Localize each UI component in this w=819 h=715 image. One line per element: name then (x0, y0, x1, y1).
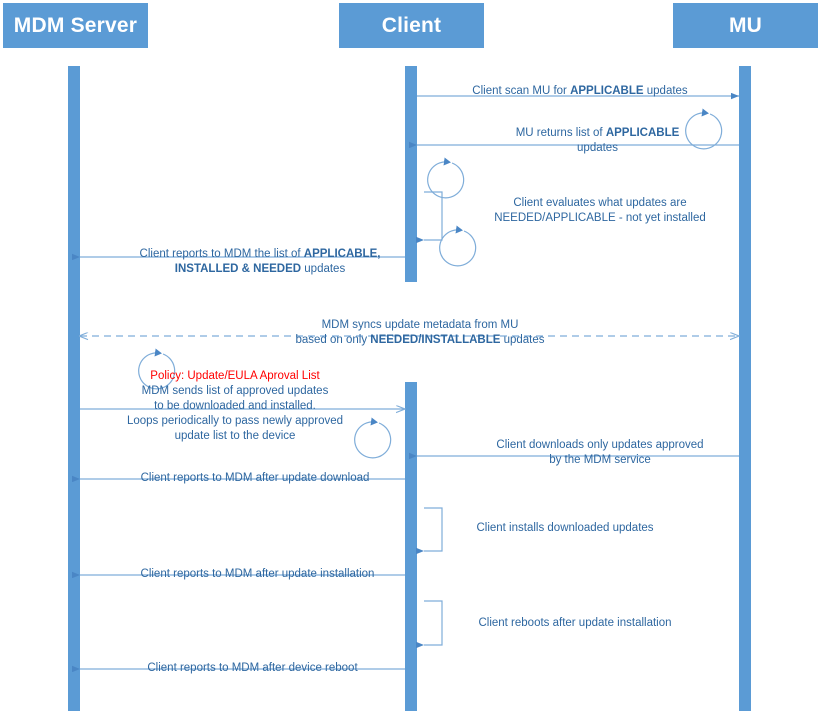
message-label-line: Client downloads only updates approved (470, 438, 730, 453)
self-loop-arc-m1 (685, 108, 723, 150)
participant-label-mu: MU (728, 13, 763, 37)
participant-label-mdm: MDM Server (13, 13, 138, 37)
message-label-line: Client scan MU for APPLICABLE updates (455, 84, 705, 99)
message-label-line: MDM sends list of approved updates (100, 384, 370, 399)
message-label-text: Client installs downloaded updates (476, 522, 654, 534)
message-label-line: Client installs downloaded updates (450, 521, 680, 536)
message-arrows-layer (72, 92, 739, 673)
message-label-text: Client reports to MDM after update downl… (140, 472, 370, 484)
message-label-text: Client reboots after update installation (478, 617, 672, 629)
message-label-text: APPLICABLE (605, 127, 680, 139)
self-loop-arc-m6 (354, 417, 392, 459)
message-label-text: NEEDED/APPLICABLE - not yet installed (494, 212, 706, 224)
lifeline-mu-3 (739, 66, 751, 711)
message-label-m4: Client reports to MDM the list of APPLIC… (110, 247, 410, 277)
lifeline-mdm-0 (68, 66, 80, 711)
message-label-line: Client reports to MDM after update downl… (110, 471, 400, 486)
message-label-text: APPLICABLE (570, 85, 644, 97)
message-label-m9: Client installs downloaded updates (450, 521, 680, 536)
self-loop-arc-m2 (427, 157, 465, 199)
message-label-m11: Client reboots after update installation (450, 616, 700, 631)
message-label-line: Client evaluates what updates are (470, 196, 730, 211)
message-label-text: APPLICABLE, (303, 248, 381, 260)
message-label-m10: Client reports to MDM after update insta… (110, 567, 405, 582)
policy-annotation: Policy: Update/EULA Aproval List (150, 370, 320, 382)
message-label-text: updates (643, 85, 688, 97)
message-label-line: MU returns list of APPLICABLE (470, 126, 725, 141)
message-label-text: INSTALLED & NEEDED (174, 263, 302, 275)
self-loop-arc-m3 (439, 225, 477, 267)
participant-label-client: Client (381, 13, 442, 37)
message-label-line: to be downloaded and installed. (100, 399, 370, 414)
participant-header-mdm[interactable]: MDM Server (3, 3, 148, 48)
message-label-text: MDM syncs update metadata from MU (321, 319, 519, 331)
message-label-line: INSTALLED & NEEDED updates (110, 262, 410, 277)
message-label-text: Client reports to MDM the list of (139, 248, 304, 260)
message-label-text: MU returns list of (515, 127, 606, 139)
message-label-line: Client reboots after update installation (450, 616, 700, 631)
lifeline-client-1 (405, 66, 417, 282)
message-label-text: Loops periodically to pass newly approve… (126, 415, 344, 427)
message-label-line: updates (470, 141, 725, 156)
message-label-text: Client evaluates what updates are (513, 197, 687, 209)
message-label-text: to be downloaded and installed. (154, 400, 316, 412)
participant-header-mu[interactable]: MU (673, 3, 818, 48)
self-loop-arcs-layer (138, 108, 723, 459)
lifeline-client-2 (405, 382, 417, 711)
message-label-text: Client reports to MDM after update insta… (140, 568, 375, 580)
message-label-text: Client reports to MDM after device reboo… (147, 662, 358, 674)
message-label-text: based on only (295, 334, 371, 346)
message-label-line: based on only NEEDED/INSTALLABLE updates (255, 333, 585, 348)
participant-header-client[interactable]: Client (339, 3, 484, 48)
self-activation-boxes-layer (416, 191, 443, 649)
message-label-line: Policy: Update/EULA Aproval List (100, 369, 370, 384)
message-label-line: MDM syncs update metadata from MU (255, 318, 585, 333)
message-label-m12: Client reports to MDM after device reboo… (110, 661, 395, 676)
message-label-m5: MDM syncs update metadata from MU based o… (255, 318, 585, 348)
message-label-m8: Client reports to MDM after update downl… (110, 471, 400, 486)
self-loop-arc-m5 (138, 348, 176, 390)
message-label-text: Client downloads only updates approved (496, 439, 704, 451)
message-label-line: update list to the device (100, 429, 370, 444)
self-message-hook-m9 (416, 507, 443, 555)
message-label-line: by the MDM service (470, 453, 730, 468)
message-label-text: NEEDED/INSTALLABLE (370, 334, 501, 346)
message-label-text: by the MDM service (549, 454, 651, 466)
message-label-text: Client scan MU for (472, 85, 571, 97)
message-label-line: Client reports to MDM the list of APPLIC… (110, 247, 410, 262)
message-label-line: Client reports to MDM after device reboo… (110, 661, 395, 676)
message-label-line: NEEDED/APPLICABLE - not yet installed (470, 211, 730, 226)
self-message-hook-m11 (416, 600, 443, 649)
self-message-hook-m3 (416, 191, 443, 244)
message-label-m1: Client scan MU for APPLICABLE updates (455, 84, 705, 99)
message-label-line: Client reports to MDM after update insta… (110, 567, 405, 582)
message-label-text: updates (500, 334, 545, 346)
message-label-text: updates (577, 142, 618, 154)
message-label-text: updates (301, 263, 346, 275)
message-label-text: update list to the device (174, 430, 296, 442)
message-label-m7: Client downloads only updates approved by… (470, 438, 730, 468)
message-label-line: Loops periodically to pass newly approve… (100, 414, 370, 429)
lifelines-layer (68, 66, 751, 711)
message-label-text: MDM sends list of approved updates (141, 385, 329, 397)
